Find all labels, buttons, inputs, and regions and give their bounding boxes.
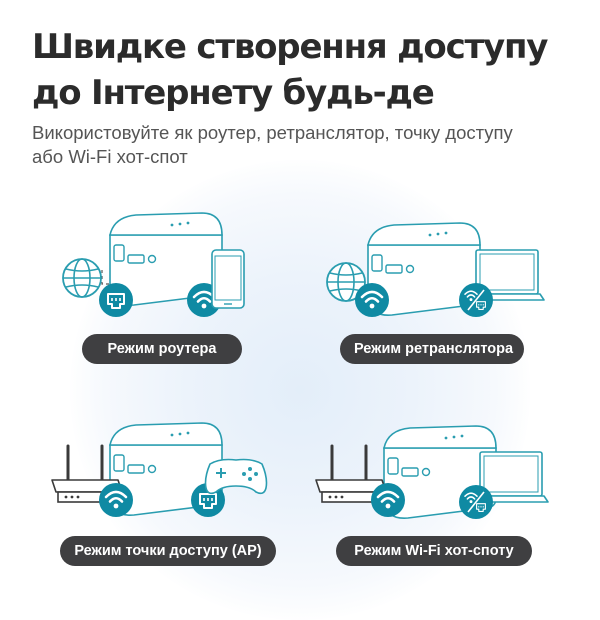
mode-repeater [326, 222, 545, 317]
mode-access-point [50, 422, 268, 517]
smartphone-icon [211, 249, 245, 309]
mode-wifi-hotspot [314, 425, 549, 519]
subtitle-line-1: Використовуйте як роутер, ретранслятор, … [32, 122, 513, 143]
globe-icon [62, 258, 102, 298]
ethernet-icon [99, 283, 133, 317]
headline-line-2: до Інтернету будь-де [32, 73, 435, 113]
mode-label-router: Режим роутера [82, 334, 242, 364]
wifi-icon [371, 483, 405, 517]
headline: Швидке створення доступу до Інтернету бу… [32, 24, 592, 116]
wifi-ethernet-icon [459, 485, 493, 519]
mode-label-access-point: Режим точки доступу (AP) [60, 536, 276, 566]
subtitle: Використовуйте як роутер, ретранслятор, … [32, 121, 592, 169]
wifi-icon [355, 283, 389, 317]
gamepad-icon [204, 458, 268, 495]
headline-line-1: Швидке створення доступу [32, 27, 548, 67]
modes-illustration [50, 212, 549, 519]
mode-router [62, 212, 245, 317]
mode-label-repeater: Режим ретранслятора [340, 334, 524, 364]
wifi-icon [99, 483, 133, 517]
wifi-ethernet-icon [459, 283, 493, 317]
mode-label-wifi-hotspot: Режим Wi-Fi хот-споту [336, 536, 532, 566]
subtitle-line-2: або Wi-Fi хот-спот [32, 146, 188, 167]
